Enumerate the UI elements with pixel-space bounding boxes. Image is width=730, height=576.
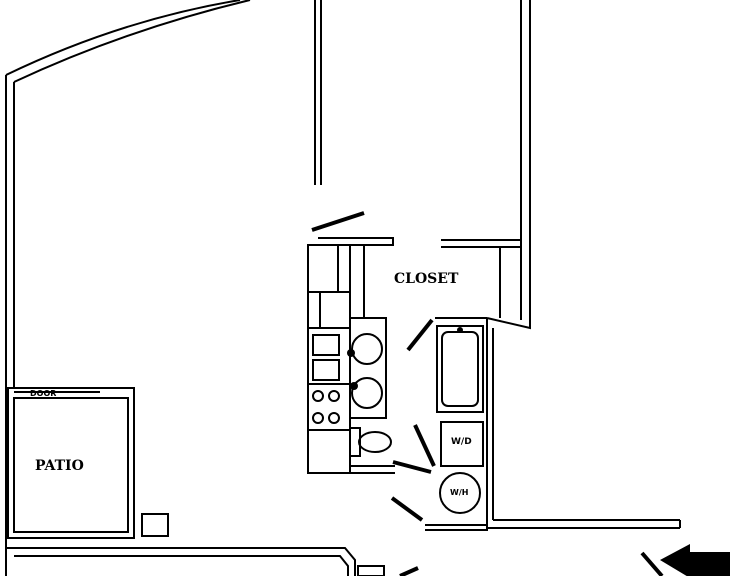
patio-label: PATIO <box>35 458 84 474</box>
patio-box-inner <box>13 397 129 533</box>
bathtub-inner <box>441 331 479 407</box>
toilet-icon <box>358 431 392 453</box>
washer-dryer-label: W/D <box>451 437 472 447</box>
entry-arrow-icon <box>660 544 730 576</box>
stove-burner-icon <box>312 390 324 402</box>
bottom-wall-inner <box>14 555 349 576</box>
closet-top-wall-right <box>441 239 522 248</box>
closet-label: CLOSET <box>394 271 459 287</box>
sink-icon <box>312 334 340 356</box>
closet-top-wall-left <box>318 237 394 246</box>
utility-box <box>141 513 169 537</box>
outer-curved-wall <box>5 0 241 76</box>
bath-outer-wall <box>486 317 531 330</box>
water-heater-label: W/H <box>450 488 469 497</box>
washer-dryer-box <box>440 421 484 467</box>
bath-bottom-wall <box>425 524 488 531</box>
door-swing-b <box>390 496 424 522</box>
door-swing-top <box>311 211 365 232</box>
vanity <box>349 317 387 419</box>
door-swing-a <box>392 460 432 474</box>
bathtub-icon <box>436 325 484 413</box>
door-label: DOOR <box>30 389 57 398</box>
patio-box <box>7 387 135 539</box>
bottom-wall <box>6 547 356 576</box>
door-swing-entry <box>640 551 664 576</box>
water-heater-circle <box>439 472 481 514</box>
door-swing-wd <box>413 424 436 467</box>
outer-curved-wall-inner <box>13 0 251 83</box>
door-swing-bath <box>406 318 434 352</box>
